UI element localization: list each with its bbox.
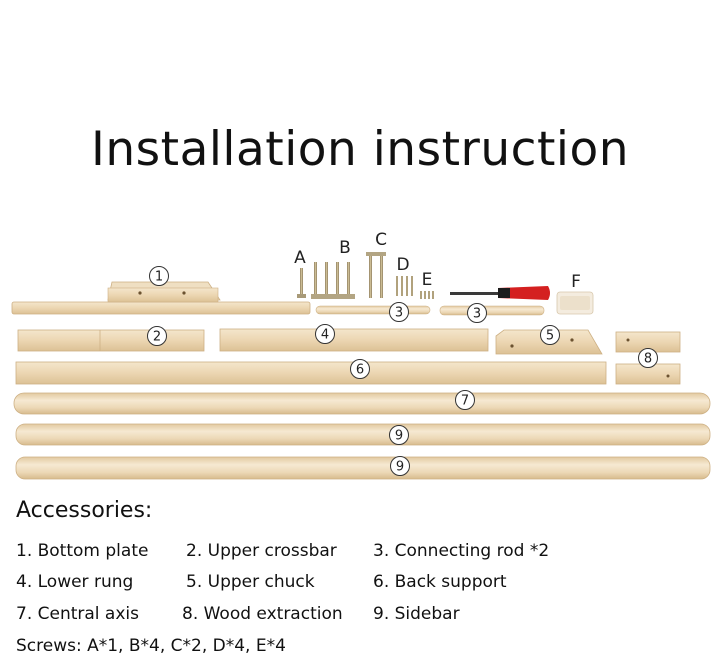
screw-label-d: D xyxy=(396,255,409,275)
part-marker-6: 6 xyxy=(350,359,370,379)
accessory-item: 4. Lower rung xyxy=(16,572,134,592)
part-marker-3: 3 xyxy=(389,302,409,322)
svg-text:5: 5 xyxy=(546,329,554,344)
screw-label-b: B xyxy=(339,238,351,258)
screws-group xyxy=(297,252,434,299)
svg-text:9: 9 xyxy=(395,429,403,444)
back-support-part xyxy=(15,361,607,385)
part-f-block xyxy=(556,291,594,315)
svg-text:3: 3 xyxy=(395,306,403,321)
connecting-rod-part xyxy=(315,305,545,316)
part-marker-1: 1 xyxy=(149,266,169,286)
bottom-plate-part xyxy=(11,281,311,315)
screw-label-e: E xyxy=(422,270,433,290)
accessory-item: 3. Connecting rod *2 xyxy=(373,541,550,561)
svg-text:6: 6 xyxy=(356,363,364,378)
accessories-heading: Accessories: xyxy=(16,498,153,523)
accessory-item: 6. Back support xyxy=(373,572,507,592)
wood-extraction-part xyxy=(615,331,681,385)
part-marker-5: 5 xyxy=(540,325,560,345)
sidebar-part xyxy=(15,456,711,480)
screws-b xyxy=(311,262,355,299)
part-marker-3: 3 xyxy=(467,303,487,323)
screw-label-f: F xyxy=(571,272,581,292)
accessory-item: 2. Upper crossbar xyxy=(186,541,337,561)
parts-diagram: 1 2 3 3 4 5 6 7 xyxy=(11,230,711,480)
upper-crossbar-part xyxy=(17,329,205,352)
accessory-item: 8. Wood extraction xyxy=(182,604,343,624)
accessory-item: 7. Central axis xyxy=(16,604,139,624)
central-axis-part xyxy=(13,392,711,415)
part-marker-9: 9 xyxy=(390,456,410,476)
sidebar-part xyxy=(15,423,711,446)
lower-rung-part xyxy=(219,328,489,352)
accessory-item: 5. Upper chuck xyxy=(186,572,315,592)
part-marker-8: 8 xyxy=(638,348,658,368)
accessory-item: 9. Sidebar xyxy=(373,604,460,624)
part-marker-4: 4 xyxy=(315,324,335,344)
svg-text:3: 3 xyxy=(473,307,481,322)
part-marker-7: 7 xyxy=(455,390,475,410)
screwdriver xyxy=(450,286,550,300)
part-marker-2: 2 xyxy=(147,326,167,346)
svg-text:7: 7 xyxy=(461,394,469,409)
page-title: Installation instruction xyxy=(91,122,629,177)
screw-label-c: C xyxy=(375,230,387,250)
screws-d xyxy=(396,276,413,296)
svg-text:1: 1 xyxy=(155,270,163,285)
accessory-item: 1. Bottom plate xyxy=(16,541,149,561)
screws-summary: Screws: A*1, B*4, C*2, D*4, E*4 xyxy=(16,636,286,656)
svg-text:2: 2 xyxy=(153,330,161,345)
svg-text:4: 4 xyxy=(321,328,329,343)
part-marker-9: 9 xyxy=(389,425,409,445)
screws-e xyxy=(420,291,434,299)
screws-c xyxy=(366,252,386,298)
svg-text:9: 9 xyxy=(396,460,404,475)
screw-label-a: A xyxy=(294,248,306,268)
svg-text:8: 8 xyxy=(644,352,652,367)
